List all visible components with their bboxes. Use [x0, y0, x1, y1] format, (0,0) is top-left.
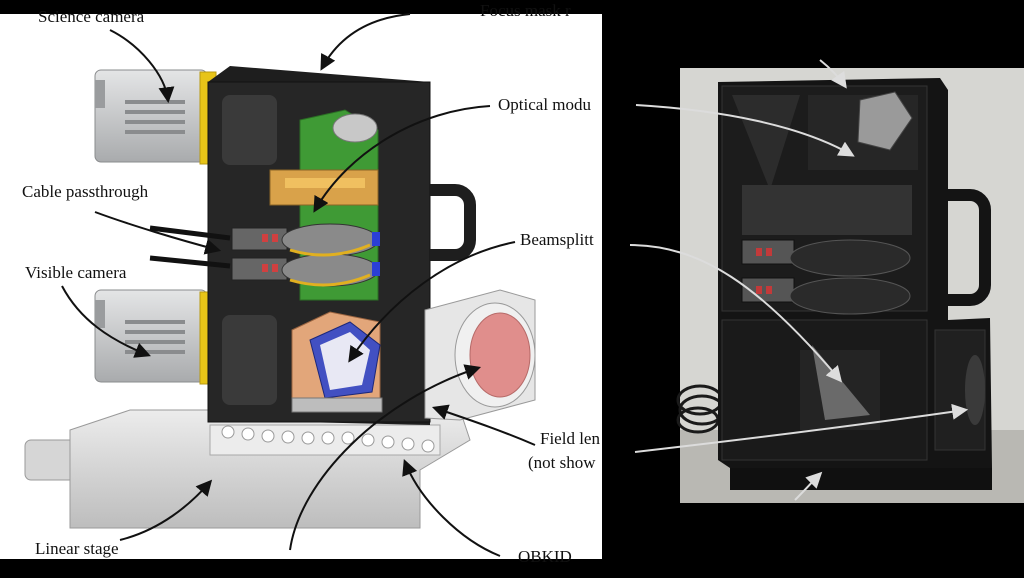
arrow-optical-module: [313, 105, 491, 213]
filter-wheels: [231, 223, 380, 287]
label-beamsplitter: Beamsplitt: [520, 230, 594, 249]
arrow-science-camera: [109, 29, 175, 104]
photo-arrow-optical-module: [635, 104, 855, 157]
label-field-lens: Field len: [540, 429, 600, 448]
arrow-cable-passthrough: [94, 211, 222, 255]
arrow-bottom-center: [289, 364, 482, 551]
arrow-beamsplitter: [348, 241, 516, 363]
visible-camera-body: [94, 289, 217, 385]
beamsplitter-mount: [291, 311, 383, 413]
photo-arrows: [629, 59, 969, 501]
label-top-partial: Focus mask r: [480, 1, 571, 20]
arrow-linear-stage: [119, 479, 213, 541]
science-camera-body: [94, 69, 217, 165]
label-science-camera: Science camera: [38, 7, 145, 26]
photo-arrow-field-lens: [634, 403, 969, 453]
label-cable-passthrough: Cable passthrough: [22, 182, 149, 201]
photo-panel: [629, 59, 1024, 503]
cable-passthrough-rods: [149, 225, 231, 269]
label-obkid: OBKID: [518, 547, 572, 566]
photo-arrow-top: [819, 59, 847, 89]
linear-stage-body: [24, 409, 471, 529]
photo-arrow-bottom: [794, 471, 823, 501]
label-optical-module: Optical modu: [498, 95, 592, 114]
photo-arrow-beamsplitter: [629, 244, 843, 383]
arrow-visible-camera: [61, 285, 151, 358]
arrow-obkid: [402, 459, 501, 557]
label-field-lens-note: (not show: [528, 453, 596, 472]
cad-panel: Science camera Focus mask r Optical modu…: [0, 1, 602, 566]
arrow-field-lens: [431, 404, 536, 446]
arrow-top: [320, 13, 411, 71]
cad-arrows: [61, 13, 536, 557]
photo-instrument: [718, 78, 992, 490]
field-lens-housing: [424, 289, 536, 421]
label-visible-camera: Visible camera: [25, 263, 127, 282]
label-linear-stage: Linear stage: [35, 539, 119, 558]
